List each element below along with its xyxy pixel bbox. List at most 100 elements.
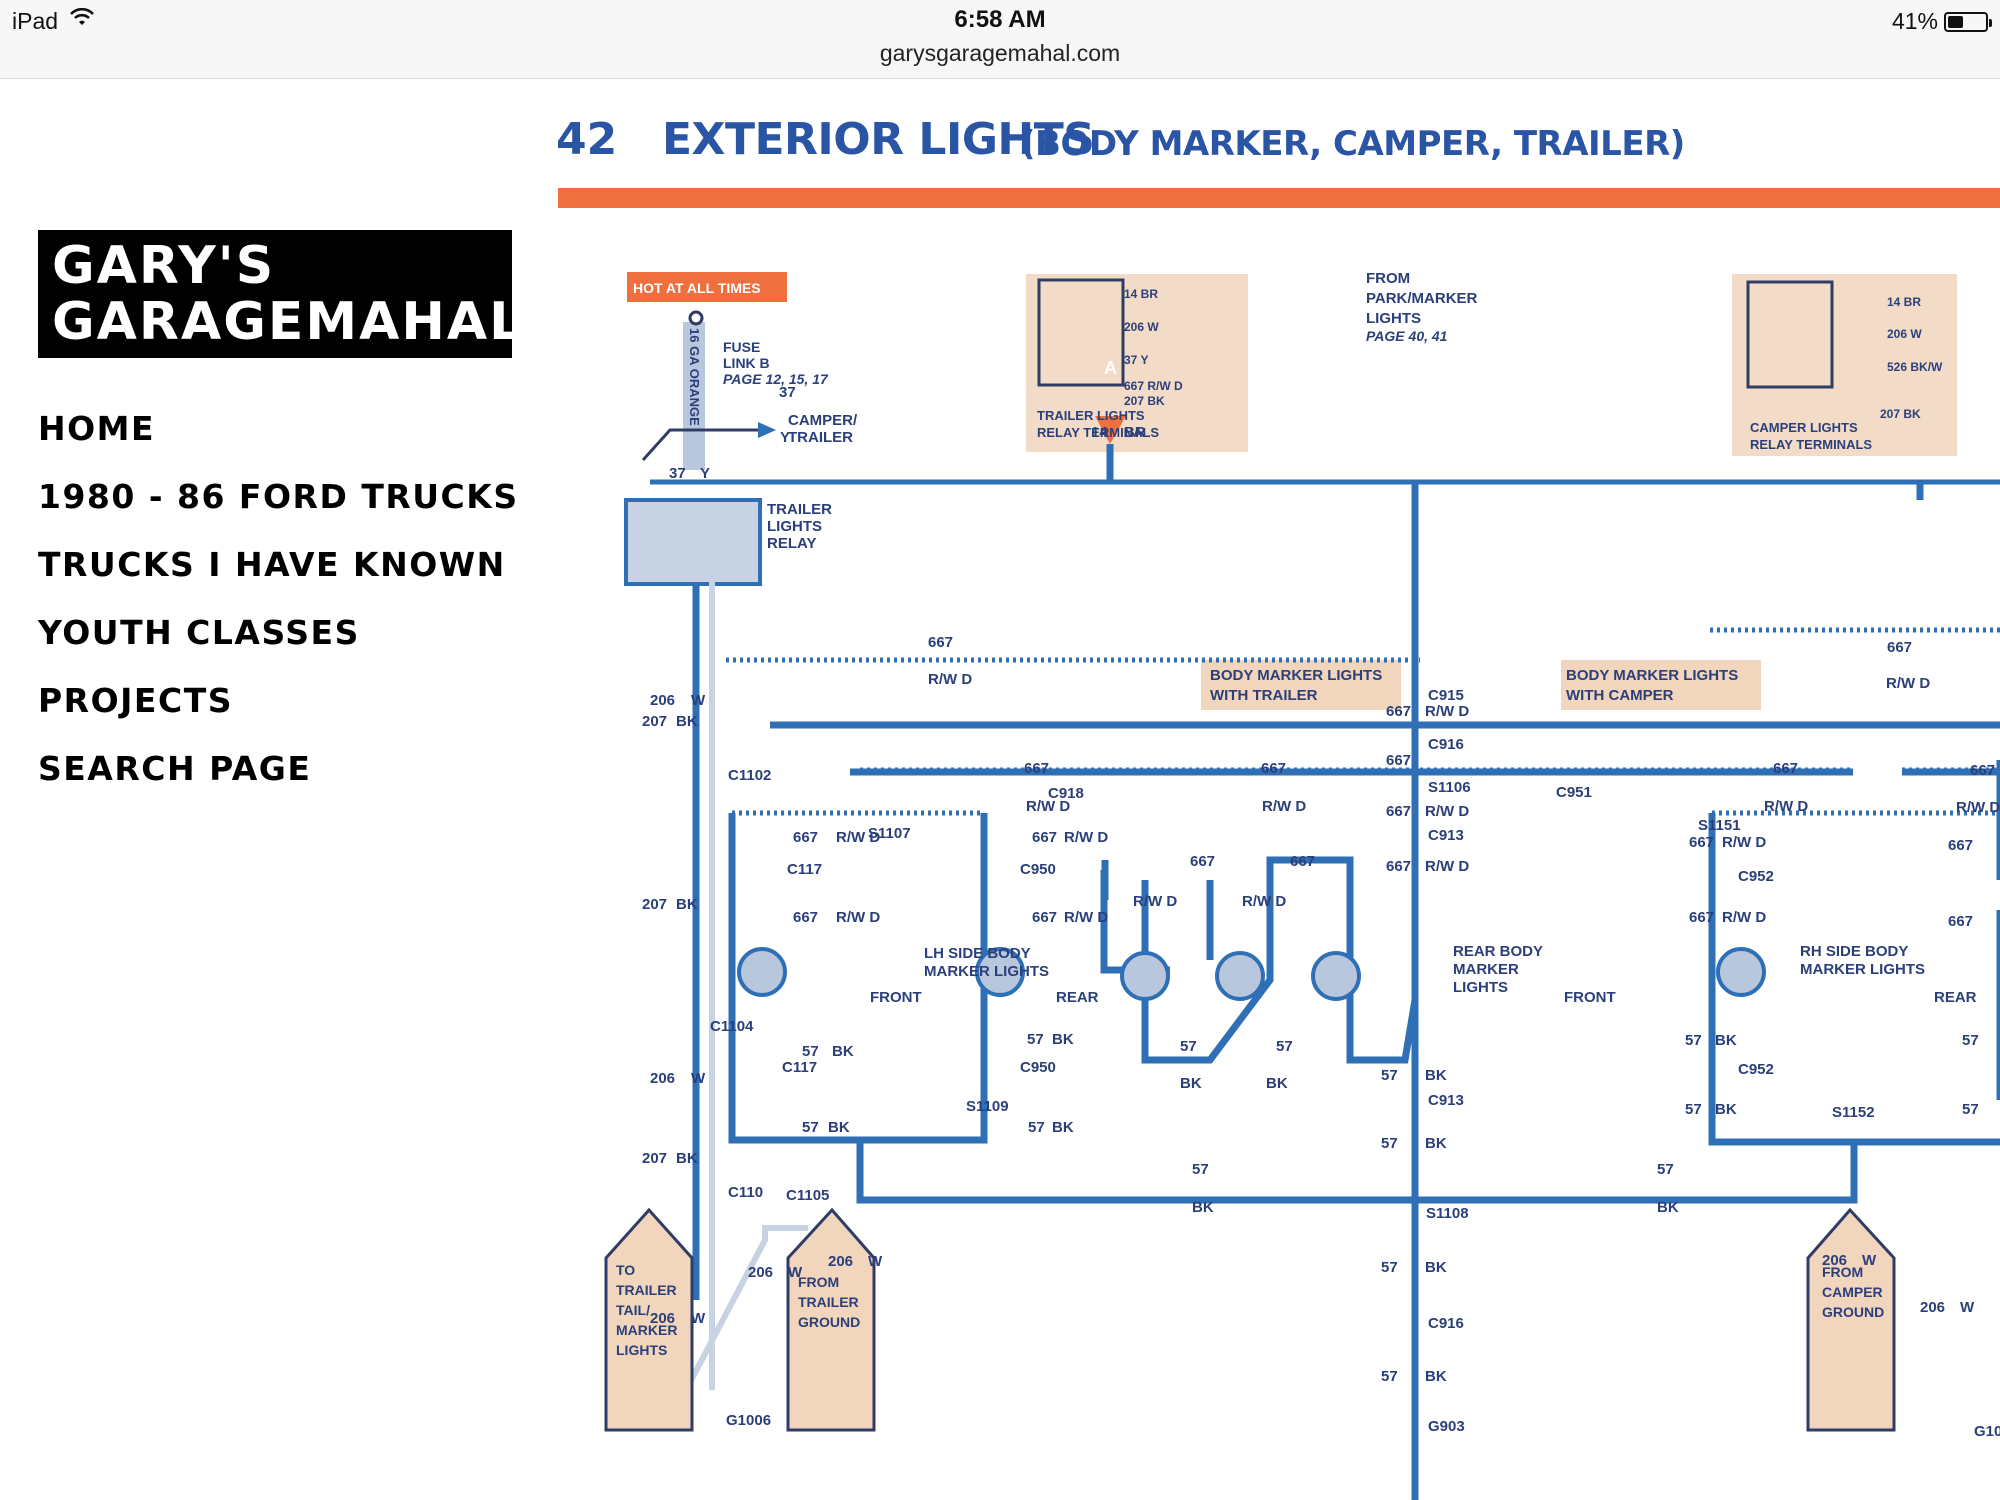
c1105: C1105 [786, 1187, 829, 1204]
rear-label-1: REAR BODY [1453, 943, 1543, 960]
c1102: C1102 [728, 767, 771, 784]
rear-bulb-3 [1311, 951, 1361, 1001]
logo-line-1: GARY'S [52, 236, 276, 296]
tt-1: 14 BR [1124, 287, 1158, 301]
w-rwd-q: R/W D [1722, 834, 1766, 851]
w-rwd-e: R/W D [1764, 798, 1808, 815]
w-667-j: 667 [1386, 858, 1411, 875]
status-bar: iPad 6:58 AM garysgaragemahal.com 41% [0, 0, 2000, 79]
to-trailer-4: LIGHTS [616, 1342, 667, 1358]
s1106: S1106 [1428, 779, 1471, 796]
w-bk-f: BK [1052, 1119, 1074, 1136]
nav-search-page[interactable]: SEARCH PAGE [38, 749, 312, 788]
bm-trailer-box [1201, 660, 1401, 710]
to-trailer-2: TAIL/ [616, 1302, 650, 1318]
marker-a: A [1104, 358, 1117, 378]
ct-4: 207 BK [1880, 407, 1921, 421]
to-trailer-3: MARKER [616, 1322, 677, 1338]
fcg-1: CAMPER [1822, 1284, 1883, 1300]
w-667-l: 667 [1190, 853, 1215, 870]
tt-caption-2: RELAY TERMINALS [1037, 425, 1159, 440]
w-bk-l: BK [1192, 1199, 1214, 1216]
camper-trailer-2: TRAILER [788, 429, 853, 446]
w-57-p: 57 [1381, 1368, 1398, 1385]
fcg-0: FROM [1822, 1264, 1863, 1280]
w-206-b: 206 [650, 1070, 675, 1087]
nav-youth-classes[interactable]: YOUTH CLASSES [38, 613, 360, 652]
w-rwd-p: R/W D [1064, 909, 1108, 926]
c913-lower: C913 [1428, 1092, 1464, 1109]
diagram-title: EXTERIOR LIGHTS [662, 114, 1095, 165]
diagram-page-number: 42 [556, 114, 618, 165]
lh-front-bulb [737, 947, 787, 997]
rear-bulb-1 [1120, 951, 1170, 1001]
c913: C913 [1428, 827, 1464, 844]
nav-home[interactable]: HOME [38, 409, 156, 448]
w-206-a: 206 [650, 692, 675, 709]
lh-rear-label: REAR [1056, 989, 1099, 1006]
w-57-n: 57 [1962, 1101, 1979, 1118]
w-57-m: 57 [1962, 1032, 1979, 1049]
w-57-f: 57 [1276, 1038, 1293, 1055]
w-57-e: 57 [1180, 1038, 1197, 1055]
w-206-f: 206 [1822, 1252, 1847, 1269]
w-667-m: 667 [793, 829, 818, 846]
rh-front-label: FRONT [1564, 989, 1616, 1006]
w-667-a: 667 [928, 634, 953, 651]
tt-4: 667 R/W D [1124, 379, 1183, 393]
w-bk-o: BK [1715, 1101, 1737, 1118]
from-camper-ground-box [1806, 1207, 1896, 1432]
w-w-e: W [868, 1253, 883, 1270]
tt-caption-1: TRAILER LIGHTS [1037, 408, 1145, 423]
w-57-h: 57 [1381, 1135, 1398, 1152]
c950-top: C950 [1020, 861, 1056, 878]
w-y: Y [700, 465, 710, 482]
w-rwd-a: R/W D [928, 671, 972, 688]
w-667-g: 667 [1386, 703, 1411, 720]
w-207-a: 207 [642, 713, 667, 730]
fuse-label-1: FUSE [723, 339, 760, 355]
url-bar[interactable]: garysgaragemahal.com [879, 40, 1121, 66]
w-rwd-k: R/W D [1242, 893, 1286, 910]
w-rwd-b: R/W D [1886, 675, 1930, 692]
lh-front-label: FRONT [870, 989, 922, 1006]
relay-label-3: RELAY [767, 535, 816, 552]
w-bk-m: BK [1657, 1199, 1679, 1216]
w-57-o: 57 [1381, 1259, 1398, 1276]
bm-camper-1: BODY MARKER LIGHTS [1566, 667, 1738, 684]
nav-ford-trucks[interactable]: 1980 - 86 FORD TRUCKS [38, 477, 519, 516]
fuse-label-2: LINK B [723, 355, 770, 371]
ct-caption-2: RELAY TERMINALS [1750, 437, 1872, 452]
c950-bottom: C950 [1020, 1059, 1056, 1076]
w-bk-i: BK [1266, 1075, 1288, 1092]
rh-label-1: RH SIDE BODY [1800, 943, 1908, 960]
w-rwd-m: R/W D [836, 829, 880, 846]
s1151: S1151 [1698, 817, 1741, 834]
nav-projects[interactable]: PROJECTS [38, 681, 233, 720]
w-667-o: 667 [1032, 829, 1057, 846]
c918: C918 [1048, 785, 1084, 802]
trailer-terminals-box [1026, 274, 1248, 452]
w-667-h: 667 [1386, 752, 1411, 769]
c117-bottom: C117 [782, 1059, 817, 1076]
w-rwd-c: R/W D [1026, 798, 1070, 815]
w-bk-g: BK [1052, 1031, 1074, 1048]
w-57-a: 57 [802, 1043, 819, 1060]
w-rwd-o: R/W D [1064, 829, 1108, 846]
site-logo[interactable]: GARY'S GARAGEMAHAL [38, 230, 522, 358]
w-y-top: Y [780, 429, 790, 446]
w-bk-q: BK [1425, 1368, 1447, 1385]
rh-rear-label: REAR [1934, 989, 1977, 1006]
s1152: S1152 [1832, 1104, 1875, 1121]
c916: C916 [1428, 736, 1464, 753]
w-667-k: 667 [1290, 853, 1315, 870]
w-rwd-r: R/W D [1722, 909, 1766, 926]
w-667-n: 667 [793, 909, 818, 926]
clock: 6:58 AM [954, 6, 1046, 33]
wiring-diagram: 42 EXTERIOR LIGHTS (BODY MARKER, CAMPER,… [550, 100, 2000, 1500]
s1108: S1108 [1426, 1205, 1469, 1222]
w-667-c: 667 [1024, 760, 1049, 777]
w-rwd-i: R/W D [1425, 803, 1469, 820]
nav-trucks-known[interactable]: TRUCKS I HAVE KNOWN [38, 545, 506, 584]
battery-icon [1944, 11, 1992, 32]
